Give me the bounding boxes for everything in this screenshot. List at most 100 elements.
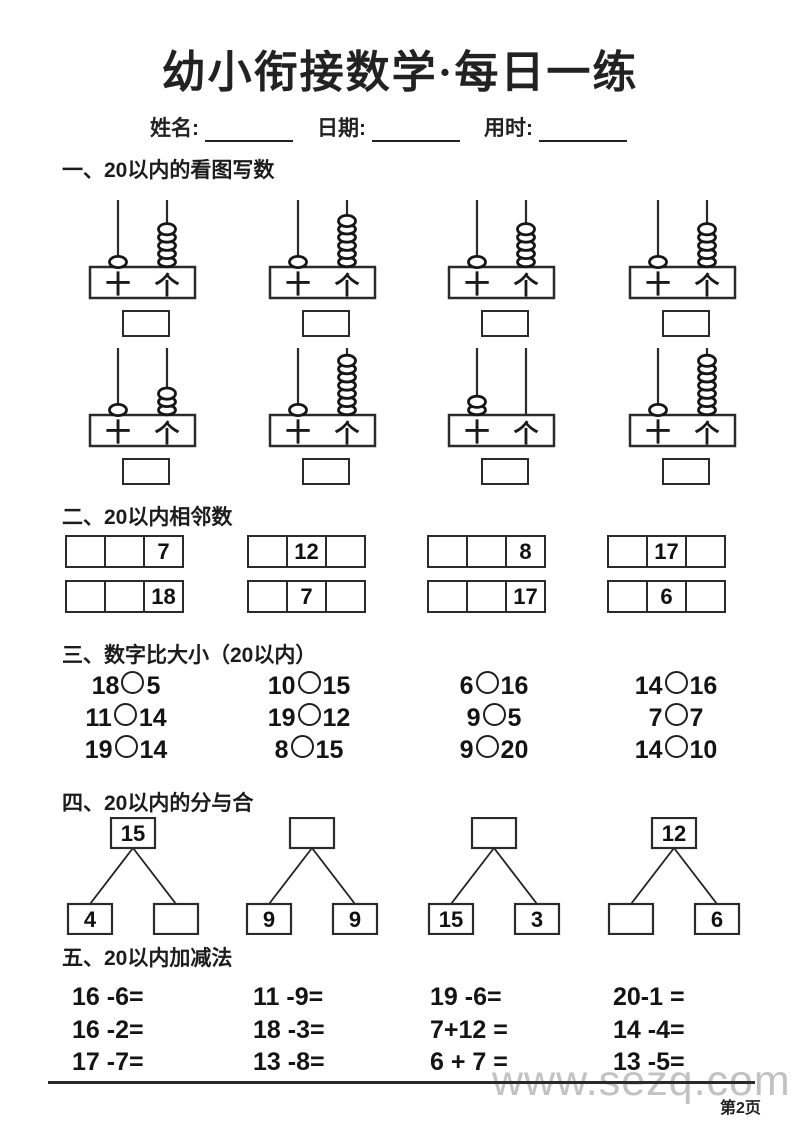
right-number: 10 [689,736,718,764]
right-number: 20 [500,736,529,764]
abacus-svg: 十个 [88,348,197,448]
abacus-answer-box[interactable] [662,310,710,337]
tree-bottom-left-box [66,902,114,936]
neighbor-empty-cell[interactable] [104,535,145,568]
abacus-diagram: 十个 [70,348,220,485]
neighbor-number-cell: 18 [143,580,184,613]
comparison-circle[interactable] [297,702,321,726]
comparison-circle[interactable] [121,670,145,694]
neighbor-empty-cell[interactable] [325,580,366,613]
arithmetic-problem[interactable]: 19 -6= [430,983,502,1011]
neighbor-empty-cell[interactable] [65,535,106,568]
arithmetic-problem[interactable]: 13 -8= [253,1048,325,1076]
comparison-circle[interactable] [290,734,314,758]
ones-label: 个 [513,272,539,300]
comparison-circle[interactable] [664,702,688,726]
tree-top-empty-box[interactable] [288,816,336,850]
tens-label: 十 [105,419,130,447]
arithmetic-problem[interactable]: 6 + 7 = [430,1048,508,1076]
tree-bottom-left-empty-box[interactable] [607,902,655,936]
neighbor-empty-cell[interactable] [247,580,288,613]
arithmetic-problem[interactable]: 13 -5= [613,1048,685,1076]
tens-bead [467,394,487,409]
date-label: 日期: [317,117,366,140]
neighbor-empty-cell[interactable] [65,580,106,613]
arithmetic-problem[interactable]: 14 -4= [613,1016,685,1044]
neighbor-empty-cell[interactable] [427,580,468,613]
comparison-circle[interactable] [297,670,321,694]
left-number: 14 [634,736,663,764]
left-number: 19 [84,736,113,764]
ones-bead [337,213,357,228]
tree-top-box [650,816,698,850]
right-number: 5 [146,672,161,700]
abacus-base [447,413,556,448]
abacus-svg: 十个 [268,200,377,300]
comparison-circle[interactable] [114,734,138,758]
tree-branch-line [450,847,495,905]
arithmetic-problem[interactable]: 20-1 = [613,983,685,1011]
abacus-svg: 十个 [447,348,556,448]
tree-bottom-right-box [513,902,561,936]
tens-bead [648,255,668,270]
section4-heading: 四、20以内的分与合 [62,792,254,815]
abacus-answer-box[interactable] [662,458,710,485]
tree-bottom-right-number: 3 [531,907,543,932]
right-number: 16 [689,672,718,700]
neighbor-empty-cell[interactable] [685,535,726,568]
abacus-answer-box[interactable] [302,310,350,337]
tree-bottom-left-box [245,902,293,936]
date-blank-line[interactable] [372,120,460,142]
right-number: 14 [139,736,168,764]
arithmetic-problem[interactable]: 16 -2= [72,1016,144,1044]
abacus-svg: 十个 [447,200,556,300]
neighbor-empty-cell[interactable] [325,535,366,568]
tree-branch-line [493,847,538,905]
neighbor-empty-cell[interactable] [466,535,507,568]
tens-bead [288,403,308,418]
arithmetic-problem[interactable]: 18 -3= [253,1016,325,1044]
neighbor-empty-cell[interactable] [685,580,726,613]
abacus-base [628,413,737,448]
ones-bead [697,353,717,368]
neighbor-empty-cell[interactable] [247,535,288,568]
abacus-answer-box[interactable] [302,458,350,485]
comparison-circle[interactable] [113,702,137,726]
neighbor-number-cell: 12 [286,535,327,568]
arithmetic-problem[interactable]: 17 -7= [72,1048,144,1076]
neighbor-empty-cell[interactable] [427,535,468,568]
arithmetic-problem[interactable]: 7+12 = [430,1016,508,1044]
abacus-answer-box[interactable] [122,458,170,485]
tree-bottom-right-empty-box[interactable] [152,902,200,936]
tree-bottom-left-number: 15 [439,907,463,932]
tens-label: 十 [464,271,489,299]
comparison-circle[interactable] [664,734,688,758]
name-blank-line[interactable] [205,120,293,142]
time-blank-line[interactable] [539,120,627,142]
comparison-circle[interactable] [482,702,506,726]
ones-label: 个 [334,272,360,300]
comparison-circle[interactable] [475,734,499,758]
arithmetic-problem[interactable]: 16 -6= [72,983,144,1011]
tree-top-empty-box[interactable] [470,816,518,850]
neighbor-empty-cell[interactable] [607,580,648,613]
tree-bottom-right-number: 9 [349,907,361,932]
abacus-answer-box[interactable] [481,310,529,337]
comparison-circle[interactable] [475,670,499,694]
tree-bottom-right-box [693,902,741,936]
tree-top-number: 12 [662,821,686,846]
abacus-answer-box[interactable] [122,310,170,337]
comparison-circle[interactable] [664,670,688,694]
abacus-diagram: 十个 [610,348,760,485]
neighbor-empty-cell[interactable] [104,580,145,613]
neighbor-empty-cell[interactable] [466,580,507,613]
abacus-answer-box[interactable] [481,458,529,485]
abacus-svg: 十个 [628,348,737,448]
neighbor-empty-cell[interactable] [607,535,648,568]
page-title: 幼小衔接数学·每日一练 [161,48,639,97]
abacus-diagram: 十个 [429,200,579,337]
arithmetic-problem[interactable]: 11 -9= [253,983,324,1011]
